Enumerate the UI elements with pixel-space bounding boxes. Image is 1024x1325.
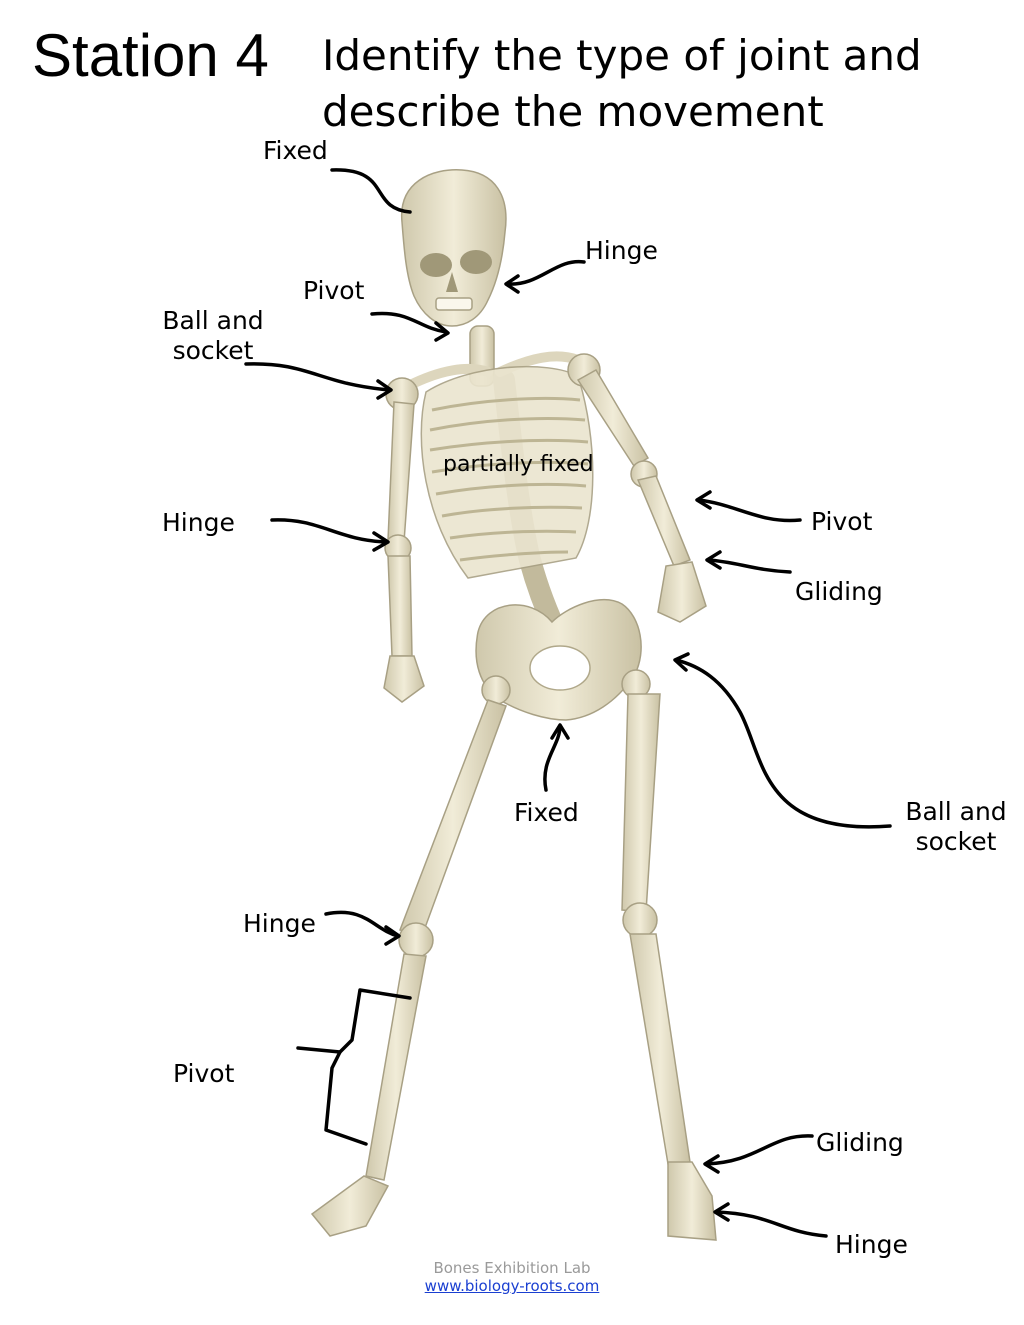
label-ribs: partially fixed [443, 452, 594, 477]
arrow-pelvis [543, 723, 570, 792]
skull [401, 169, 507, 327]
label-pelvis: Fixed [514, 798, 579, 827]
arrow-toes [713, 1202, 828, 1238]
instructions-line-2: describe the movement [322, 87, 824, 136]
label-lower-leg: Pivot [173, 1059, 235, 1088]
instructions-line-1: Identify the type of joint and [322, 31, 922, 80]
forearm-right [636, 475, 691, 567]
arrow-forearm [695, 490, 802, 523]
tibia-right [629, 933, 691, 1165]
instructions-heading: Identify the type of joint and describe … [322, 28, 922, 140]
label-hip-line-2: socket [915, 827, 997, 856]
pointer-arrows [244, 168, 892, 1238]
label-jaw: Hinge [585, 236, 658, 265]
femur-right [621, 693, 661, 913]
arrow-skull [330, 168, 412, 214]
label-hip-line-1: Ball and [905, 797, 1007, 826]
hand-left [383, 655, 425, 703]
nasal-cavity [446, 272, 458, 292]
label-knee: Hinge [243, 909, 316, 938]
station-title: Station 4 [32, 22, 269, 89]
hand-right [657, 561, 707, 623]
arrow-jaw [504, 259, 586, 294]
eye-socket-right [460, 250, 492, 274]
arrow-wrist [705, 550, 792, 574]
label-elbow: Hinge [162, 508, 235, 537]
arrow-knee [324, 910, 401, 946]
tibia-left [365, 953, 427, 1181]
eye-socket-left [420, 253, 452, 277]
label-shoulder-line-2: socket [172, 336, 254, 365]
ribs [429, 396, 589, 562]
humerus-left [387, 401, 415, 543]
label-forearm: Pivot [811, 507, 873, 536]
label-shoulder: Ball and socket [158, 306, 268, 366]
hip-joint-left [481, 675, 511, 705]
knee-joint-right [622, 902, 658, 938]
arrow-ankle [703, 1134, 814, 1174]
label-wrist: Gliding [795, 577, 883, 606]
label-shoulder-line-1: Ball and [162, 306, 264, 335]
arrow-shoulder [244, 362, 393, 400]
label-toes: Hinge [835, 1230, 908, 1259]
foot-right [667, 1161, 717, 1241]
knee-joint-left [398, 922, 434, 958]
arrow-neck [370, 311, 450, 342]
label-ankle: Gliding [816, 1128, 904, 1157]
forearm-left [387, 555, 413, 657]
skeleton-illustration [310, 169, 717, 1241]
source-link[interactable]: www.biology-roots.com [424, 1277, 600, 1295]
foot-left [310, 1175, 390, 1237]
humerus-right [576, 368, 650, 468]
label-neck: Pivot [303, 276, 365, 305]
femur-left [399, 699, 507, 937]
bracket-lower-leg [296, 988, 412, 1146]
label-hip: Ball and socket [900, 797, 1012, 857]
pelvic-opening [529, 645, 591, 691]
teeth [435, 297, 473, 311]
label-skull: Fixed [263, 136, 328, 165]
arrow-elbow [270, 518, 390, 552]
credit-text: Bones Exhibition Lab [433, 1259, 591, 1277]
arrow-hip [673, 652, 892, 829]
